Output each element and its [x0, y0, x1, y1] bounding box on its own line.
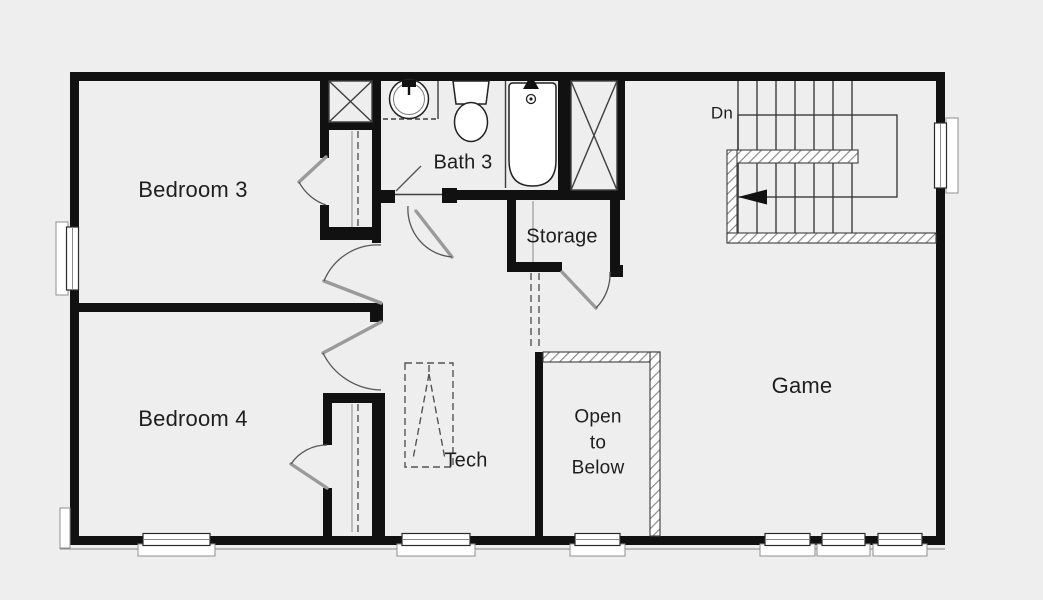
stair-railing — [734, 149, 859, 164]
window — [872, 532, 928, 557]
wall — [70, 536, 143, 545]
door-swing — [322, 244, 383, 305]
sink-vanity-icon — [383, 78, 439, 120]
stair-direction-arrow — [738, 189, 767, 205]
windows — [55, 117, 959, 557]
wall — [372, 403, 385, 536]
foundation-notch — [59, 507, 71, 549]
open-to-below-railing — [542, 351, 661, 537]
wall — [936, 81, 945, 123]
wall — [70, 72, 945, 81]
wall — [457, 190, 623, 200]
wall — [936, 188, 945, 536]
window — [759, 532, 816, 557]
door-swing — [560, 270, 611, 310]
wall — [922, 536, 945, 545]
wall — [323, 403, 332, 445]
wall — [620, 536, 765, 545]
stair-guard-bottom — [726, 232, 937, 244]
door-swing — [297, 155, 328, 206]
linen-closets — [328, 80, 618, 191]
room-label-bedroom-4: Bedroom 4 — [138, 406, 248, 432]
window — [396, 532, 476, 557]
wall — [70, 290, 79, 536]
attic-access-icon — [404, 362, 454, 468]
window — [55, 221, 80, 296]
wall — [610, 200, 620, 267]
wall — [323, 488, 332, 536]
wall — [865, 536, 878, 545]
window — [569, 532, 626, 557]
wall — [558, 81, 571, 200]
wall — [535, 352, 543, 536]
x-brace-closet — [328, 80, 373, 123]
wall — [610, 265, 623, 277]
wall — [210, 536, 402, 545]
room-label-tech: Tech — [444, 449, 488, 472]
toilet-icon — [452, 80, 490, 143]
wall — [79, 303, 383, 312]
doors — [289, 155, 611, 490]
wall — [507, 262, 562, 272]
wall — [320, 81, 329, 122]
x-brace-closet — [570, 80, 618, 191]
wall — [381, 190, 395, 203]
window — [816, 532, 871, 557]
wall — [320, 122, 381, 130]
bath-fixtures — [383, 75, 557, 188]
stairs-down-label: Dn — [710, 103, 734, 123]
room-label-bedroom-3: Bedroom 3 — [138, 177, 248, 203]
wall — [372, 81, 381, 127]
room-label-open-to-below: Open to Below — [571, 406, 625, 479]
wall — [320, 205, 329, 232]
door-swing — [395, 193, 454, 259]
wall — [320, 130, 329, 158]
wall — [370, 303, 383, 322]
wall — [442, 188, 457, 203]
label-leader-line — [395, 165, 422, 192]
wall — [70, 81, 79, 227]
room-label-bath-3: Bath 3 — [433, 151, 493, 174]
window — [137, 532, 216, 557]
door-swing — [289, 444, 329, 490]
window — [933, 117, 959, 194]
staircase — [726, 81, 937, 244]
wall — [507, 200, 516, 272]
closet-rods — [351, 131, 534, 532]
stair-guard-left — [726, 149, 738, 244]
door-swing — [321, 320, 383, 391]
wall — [323, 393, 385, 403]
room-label-storage: Storage — [526, 225, 598, 248]
wall — [320, 227, 381, 240]
overhead-dashed-line — [530, 273, 540, 350]
wall — [810, 536, 822, 545]
wall — [470, 536, 575, 545]
bathtub-icon — [508, 75, 557, 187]
walls — [70, 72, 945, 545]
wall — [617, 72, 625, 200]
wall — [372, 130, 381, 243]
room-label-game: Game — [771, 373, 833, 399]
